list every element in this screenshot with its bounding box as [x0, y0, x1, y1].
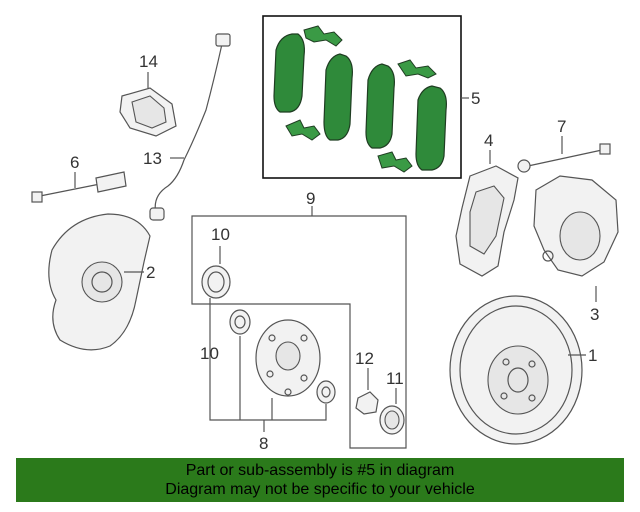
hub-stud-1 [268, 334, 276, 342]
info-banner: Part or sub-assembly is #5 in diagram Di… [16, 458, 624, 502]
sensor-connector [215, 33, 231, 47]
part-6-sensor[interactable]: 6 [31, 153, 127, 203]
part-1-brake-rotor[interactable]: 1 [449, 295, 597, 445]
brake-pad-1 [273, 33, 305, 113]
callout-9: 9 [306, 189, 315, 208]
part-12-nut [355, 391, 379, 415]
caliper-bracket-inner [469, 185, 505, 255]
rotor-lug-hole-3 [500, 392, 508, 400]
callout-14: 14 [139, 52, 158, 71]
sensor-wire [154, 43, 223, 215]
inner-bearing [229, 309, 251, 335]
caliper-bleeder [542, 250, 554, 262]
part-4-caliper-bracket[interactable]: 4 [455, 131, 519, 277]
sensor-tip [31, 191, 43, 203]
callout-11: 11 [386, 369, 404, 388]
caliper-piston [559, 211, 601, 261]
callout-5: 5 [471, 89, 480, 108]
sensor-plug [149, 207, 165, 221]
callout-3: 3 [590, 305, 599, 324]
brake-pad-3 [365, 63, 395, 149]
callout-2: 2 [146, 263, 155, 282]
hub-stud-5 [284, 388, 292, 396]
dust-cap-face [384, 410, 400, 430]
callout-10-bottom: 10 [200, 344, 219, 363]
pad-spring-clip-2 [397, 59, 437, 79]
pad-wear-clip-2 [377, 151, 413, 173]
callout-12: 12 [355, 349, 374, 368]
part-3-caliper[interactable]: 3 [533, 175, 619, 324]
rotor-lug-hole-4 [528, 394, 536, 402]
callout-7: 7 [557, 117, 566, 136]
rotor-lug-hole-2 [528, 360, 536, 368]
banner-line-1: Part or sub-assembly is #5 in diagram [185, 462, 455, 479]
part-5-brake-pad-set[interactable]: 5 [262, 15, 480, 179]
banner-line-2: Diagram may not be specific to your vehi… [165, 481, 475, 498]
inner-bearing-bore [234, 315, 246, 329]
callout-8: 8 [259, 434, 268, 453]
sensor-head [95, 171, 127, 193]
brake-pad-4 [415, 85, 447, 171]
seal [201, 265, 231, 299]
brake-pad-2 [323, 53, 353, 141]
group-bracket-8 [209, 298, 327, 421]
hub-stud-4 [300, 374, 308, 382]
callout-1: 1 [588, 346, 597, 365]
outer-bearing-bore [321, 386, 331, 398]
outer-bearing [316, 380, 336, 404]
bracket-face [131, 95, 167, 129]
pad-spring-clip-1 [303, 25, 343, 47]
rotor-lug-hole-1 [502, 358, 510, 366]
part-14-bracket[interactable]: 14 [119, 52, 177, 137]
seal-inner [207, 271, 225, 293]
bolt-tip [599, 143, 611, 155]
rotor-friction-ring [459, 305, 573, 435]
parts-diagram: 5 14 13 6 2 9 10 [31, 15, 619, 453]
callout-13: 13 [143, 149, 162, 168]
bolt-head [517, 159, 531, 173]
part-2-splash-shield[interactable]: 2 [48, 213, 156, 351]
shield-hub-ring [91, 271, 113, 293]
bolt-shaft [527, 149, 603, 167]
callout-4: 4 [484, 131, 493, 150]
rotor-center-bore [507, 367, 529, 393]
shield-hub-hole [81, 261, 123, 303]
callout-6: 6 [70, 153, 79, 172]
part-13-wear-sensor[interactable]: 13 [143, 33, 231, 221]
hub-stud-3 [266, 370, 274, 378]
sensor-lead [39, 183, 101, 197]
pad-wear-clip-1 [285, 119, 321, 141]
callout-10-top: 10 [211, 225, 230, 244]
wheel-hub-center [275, 341, 301, 371]
part-7-guide-bolt[interactable]: 7 [517, 117, 611, 173]
hub-stud-2 [300, 334, 308, 342]
part-9-hub-assembly[interactable]: 9 10 8 10 12 11 [191, 189, 407, 453]
rotor-hat [487, 345, 549, 415]
group-bracket-9 [191, 215, 407, 449]
